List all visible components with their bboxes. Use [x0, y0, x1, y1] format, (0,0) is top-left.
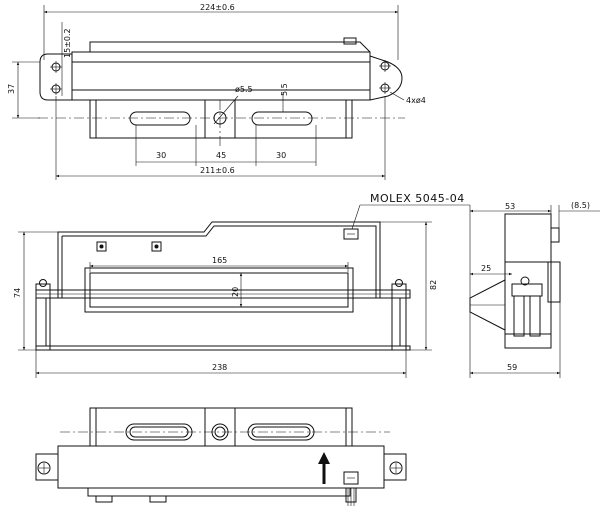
dim-height-left: 74: [13, 288, 22, 298]
side-view: 53 (8.5) 25 59: [469, 201, 600, 378]
direction-arrow-icon: [318, 452, 330, 484]
dim-height-right: 82: [429, 280, 438, 290]
dim-front-width: 238: [212, 363, 227, 372]
dim-hole-spacing: 15±0.2: [63, 28, 72, 58]
dim-center-span: 45: [216, 151, 226, 160]
top-mount-holes: [50, 60, 391, 95]
dim-overall-width: 224±0.6: [200, 3, 235, 12]
dim-slot-right: 30: [276, 151, 286, 160]
dim-hole-dia: ø5.5: [235, 85, 253, 94]
top-view: 224±0.6 15±0.2 37 ø5.5 5.5 4xø4 30 45 30…: [7, 3, 426, 180]
top-view-body: [38, 37, 405, 148]
front-view: MOLEX 5045-04 165 20 74 82 238: [13, 192, 470, 378]
bottom-connector-icon: [343, 471, 359, 485]
dim-window-height: 20: [231, 287, 240, 297]
dim-slot-width: 5.5: [280, 83, 289, 96]
dim-side-top-width: 53: [505, 202, 515, 211]
dim-window-width: 165: [212, 256, 227, 265]
dim-bottom-width: 211±0.6: [200, 166, 235, 175]
dim-offset: (8.5): [571, 201, 590, 210]
molex-connector-icon: [343, 228, 359, 240]
terminal-1: [96, 241, 107, 252]
dim-height: 37: [7, 84, 16, 94]
terminal-2: [151, 241, 162, 252]
dim-slot-left: 30: [156, 151, 166, 160]
dim-depth: 25: [481, 264, 491, 273]
dim-side-bottom-width: 59: [507, 363, 517, 372]
bottom-view: [35, 407, 407, 506]
connector-label: MOLEX 5045-04: [370, 192, 465, 205]
dim-mount-holes: 4xø4: [406, 96, 426, 105]
